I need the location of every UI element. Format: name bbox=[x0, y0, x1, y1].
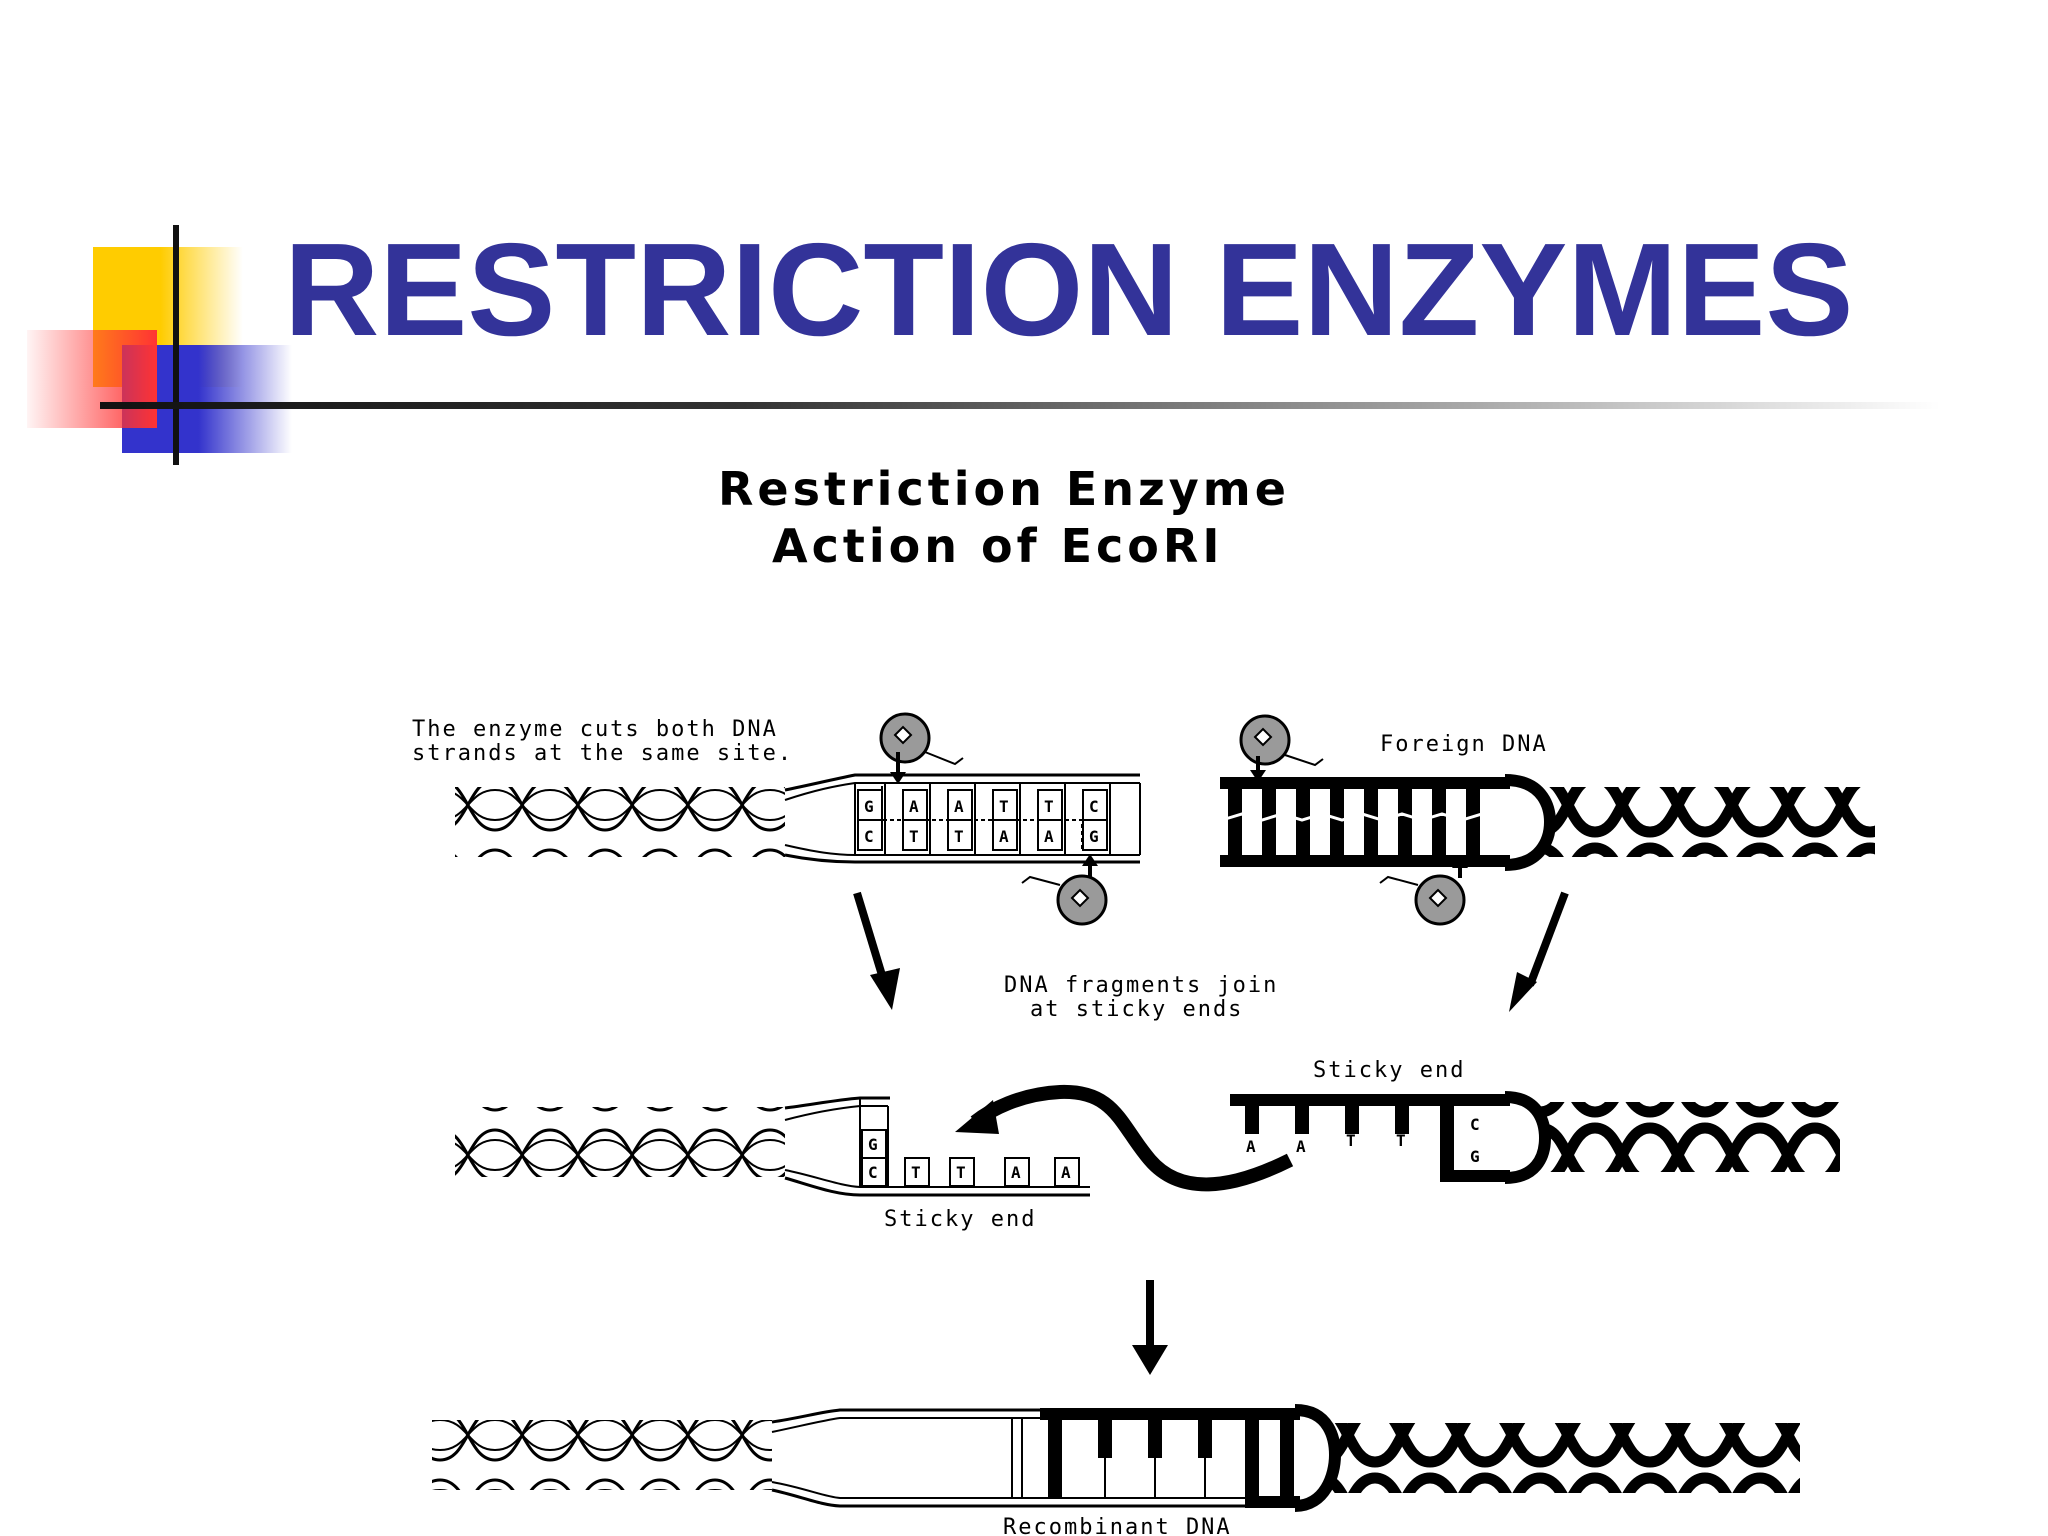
slide-title: RESTRICTION ENZYMES bbox=[284, 216, 1854, 363]
diagram-heading-line1: Restriction Enzyme bbox=[718, 462, 1290, 516]
foreign-end-pair-bottom: G bbox=[1470, 1147, 1480, 1166]
vertical-accent-line bbox=[173, 225, 179, 465]
base-top-3: A bbox=[954, 797, 964, 816]
ecori-enzyme-icon bbox=[1021, 854, 1108, 926]
join-label-line1: DNA fragments join bbox=[1004, 973, 1278, 998]
base-bottom-4: A bbox=[999, 827, 1009, 846]
ecori-enzyme-icon bbox=[879, 712, 964, 784]
enzyme-cut-label-line1: The enzyme cuts both DNA bbox=[412, 717, 778, 742]
diagram-heading-line2: Action of EcoRI bbox=[772, 519, 1223, 573]
sticky-lower-base-2: T bbox=[911, 1163, 921, 1182]
red-accent-square bbox=[27, 330, 157, 428]
foreign-dna-sticky-end: A A T T C G bbox=[1230, 1091, 1840, 1184]
base-bottom-2: T bbox=[909, 827, 919, 846]
recombinant-dna-label: Recombinant DNA bbox=[1003, 1515, 1232, 1536]
host-dna-strand bbox=[455, 773, 1140, 864]
host-dna-sticky-end: G C T T A A bbox=[455, 1096, 1090, 1197]
sticky-end-label-bottom: Sticky end bbox=[884, 1207, 1036, 1232]
title-underline bbox=[100, 402, 1940, 409]
sticky-lower-base-1: C bbox=[868, 1163, 878, 1182]
base-bottom-5: A bbox=[1044, 827, 1054, 846]
join-label-line2: at sticky ends bbox=[1030, 997, 1243, 1022]
base-top-1: G bbox=[864, 797, 874, 816]
sticky-lower-base-4: A bbox=[1011, 1163, 1021, 1182]
foreign-sticky-base-3: T bbox=[1346, 1131, 1356, 1150]
enzyme-cut-label-line2: strands at the same site. bbox=[412, 741, 793, 766]
base-top-6: C bbox=[1089, 797, 1099, 816]
ecori-enzyme-icon bbox=[1239, 714, 1324, 782]
recognition-site: G A A T T C C T T A A G bbox=[854, 783, 1141, 855]
foreign-dna-label: Foreign DNA bbox=[1380, 732, 1548, 757]
ecori-enzyme-icon bbox=[1379, 856, 1468, 926]
foreign-sticky-base-2: A bbox=[1296, 1137, 1306, 1156]
foreign-sticky-base-4: T bbox=[1396, 1131, 1406, 1150]
recombinant-dna-strand bbox=[432, 1404, 1800, 1512]
sticky-end-label-top: Sticky end bbox=[1313, 1058, 1465, 1083]
foreign-end-pair-top: C bbox=[1470, 1115, 1480, 1134]
foreign-dna-strand bbox=[1220, 774, 1875, 871]
down-arrow-left bbox=[853, 891, 900, 1010]
sticky-lower-base-5: A bbox=[1061, 1163, 1071, 1182]
sticky-upper-base-1: G bbox=[868, 1135, 878, 1154]
foreign-sticky-base-1: A bbox=[1246, 1137, 1256, 1156]
joining-arrow bbox=[955, 1084, 1294, 1192]
base-top-5: T bbox=[1044, 797, 1054, 816]
base-top-2: A bbox=[909, 797, 919, 816]
base-bottom-1: C bbox=[864, 827, 874, 846]
base-bottom-6: G bbox=[1089, 827, 1099, 846]
base-bottom-3: T bbox=[954, 827, 964, 846]
down-arrow-right bbox=[1509, 891, 1569, 1012]
down-arrow-center bbox=[1132, 1280, 1168, 1375]
sticky-lower-base-3: T bbox=[956, 1163, 966, 1182]
base-top-4: T bbox=[999, 797, 1009, 816]
